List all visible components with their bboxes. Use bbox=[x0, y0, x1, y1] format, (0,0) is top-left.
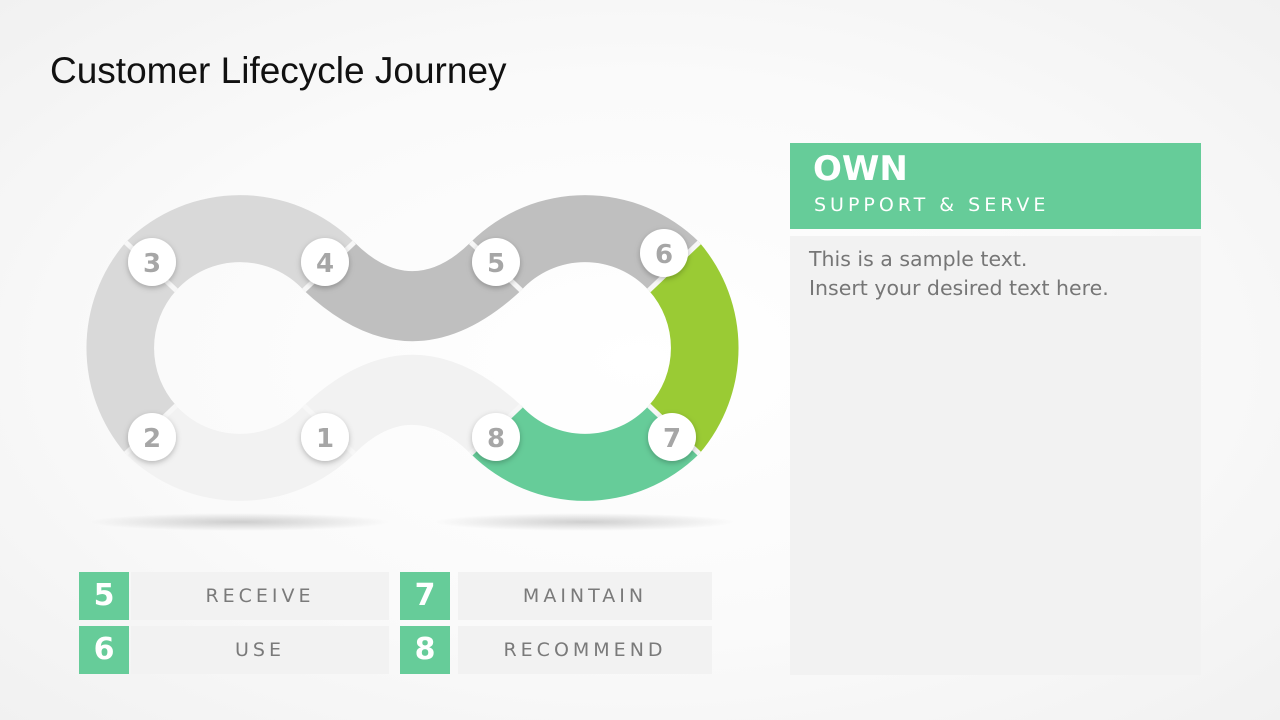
node-7[interactable]: 7 bbox=[648, 413, 696, 461]
node-3[interactable]: 3 bbox=[128, 238, 176, 286]
panel-header: OWN SUPPORT & SERVE bbox=[790, 143, 1201, 229]
svg-text:6: 6 bbox=[655, 240, 673, 270]
legend-label-recommend: RECOMMEND bbox=[458, 626, 712, 674]
svg-text:1: 1 bbox=[316, 424, 334, 454]
segment-7-8 bbox=[470, 405, 700, 501]
right-loop-shadow bbox=[435, 513, 735, 531]
svg-text:7: 7 bbox=[663, 424, 681, 454]
node-4[interactable]: 4 bbox=[301, 238, 349, 286]
segment-4-5 bbox=[303, 242, 522, 342]
panel-text-line-1: This is a sample text. bbox=[809, 247, 1028, 271]
legend-number-6: 6 bbox=[79, 626, 129, 674]
svg-text:8: 8 bbox=[487, 424, 505, 454]
node-6[interactable]: 6 bbox=[640, 229, 688, 277]
left-loop-shadow bbox=[90, 513, 390, 531]
segment-1-2 bbox=[125, 405, 355, 501]
legend-number-8: 8 bbox=[400, 626, 450, 674]
panel-body: This is a sample text. Insert your desir… bbox=[790, 236, 1201, 675]
segment-5-6 bbox=[470, 195, 700, 291]
segment-8-1 bbox=[303, 354, 522, 454]
svg-text:4: 4 bbox=[316, 249, 334, 279]
panel-text: This is a sample text. Insert your desir… bbox=[809, 245, 1109, 303]
legend-label-receive: RECEIVE bbox=[131, 572, 389, 620]
legend-number-5: 5 bbox=[79, 572, 129, 620]
node-8[interactable]: 8 bbox=[472, 413, 520, 461]
segment-2-3 bbox=[86, 242, 177, 454]
legend-label-use: USE bbox=[131, 626, 389, 674]
legend-label-maintain: MAINTAIN bbox=[458, 572, 712, 620]
node-2[interactable]: 2 bbox=[128, 413, 176, 461]
panel-title: OWN bbox=[813, 149, 908, 189]
panel-subtitle: SUPPORT & SERVE bbox=[814, 194, 1050, 216]
node-5[interactable]: 5 bbox=[472, 238, 520, 286]
panel-text-line-2: Insert your desired text here. bbox=[809, 276, 1109, 300]
segment-3-4 bbox=[125, 195, 355, 291]
svg-text:3: 3 bbox=[143, 249, 161, 279]
segment-6-7 bbox=[648, 242, 739, 454]
svg-text:5: 5 bbox=[487, 249, 505, 279]
svg-text:2: 2 bbox=[143, 424, 161, 454]
node-1[interactable]: 1 bbox=[301, 413, 349, 461]
slide-title: Customer Lifecycle Journey bbox=[50, 50, 507, 91]
legend-number-7: 7 bbox=[400, 572, 450, 620]
